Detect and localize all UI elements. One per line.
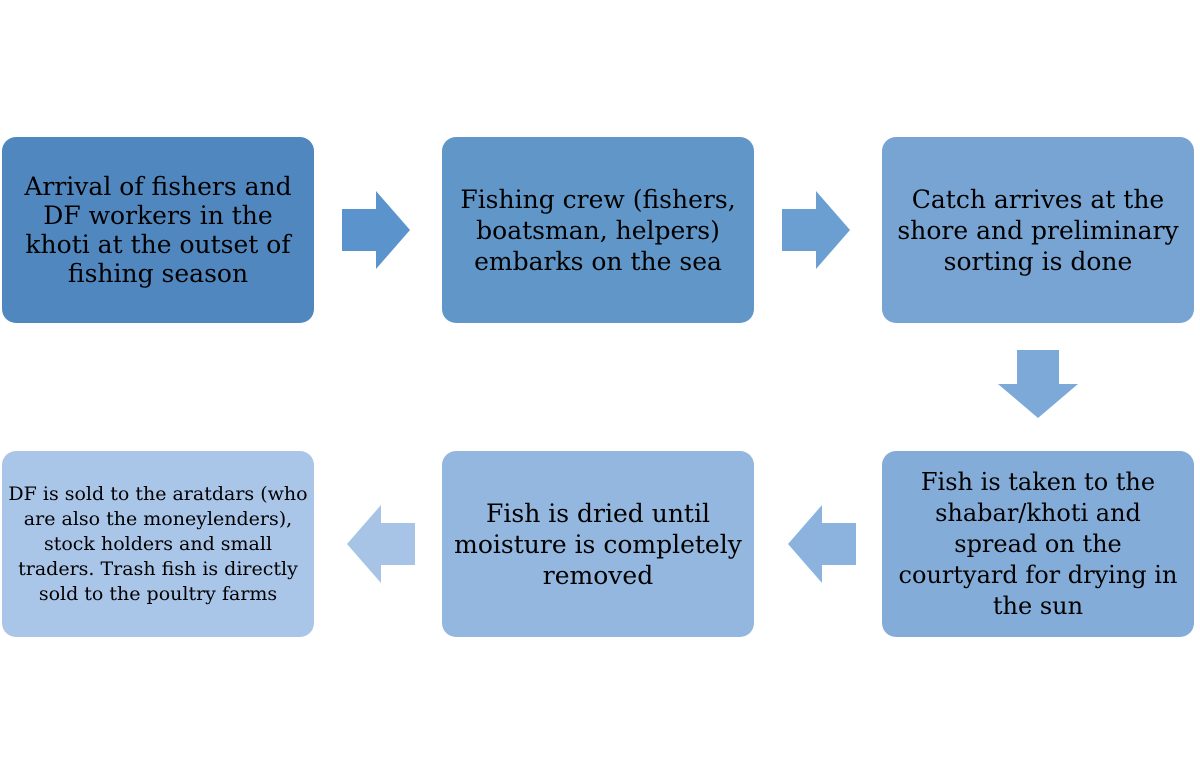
arrow-right-2 [782, 191, 850, 269]
step-3-text: Catch arrives at the shore and prelimina… [897, 184, 1179, 276]
arrow-down [998, 350, 1078, 418]
step-1-text: Arrival of fishers and DF workers in the… [24, 172, 292, 288]
step-6-text: DF is sold to the aratdars (who are also… [8, 482, 308, 605]
arrow-right-1 [342, 191, 410, 269]
arrow-left-1 [788, 505, 856, 583]
step-5-box: Fish is dried until moisture is complete… [442, 451, 754, 637]
step-5-text: Fish is dried until moisture is complete… [454, 498, 742, 590]
step-2-text: Fishing crew (fishers, boatsman, helpers… [460, 184, 736, 276]
arrow-left-2-shape [347, 505, 415, 583]
arrow-right-1-shape [342, 191, 410, 269]
step-4-text: Fish is taken to the shabar/khoti and sp… [898, 467, 1178, 620]
arrow-right-2-shape [782, 191, 850, 269]
step-1-box: Arrival of fishers and DF workers in the… [2, 137, 314, 323]
arrow-down-shape [998, 350, 1078, 418]
step-4-box: Fish is taken to the shabar/khoti and sp… [882, 451, 1194, 637]
step-3-box: Catch arrives at the shore and prelimina… [882, 137, 1194, 323]
arrow-left-2 [347, 505, 415, 583]
step-6-box: DF is sold to the aratdars (who are also… [2, 451, 314, 637]
step-2-box: Fishing crew (fishers, boatsman, helpers… [442, 137, 754, 323]
arrow-left-1-shape [788, 505, 856, 583]
